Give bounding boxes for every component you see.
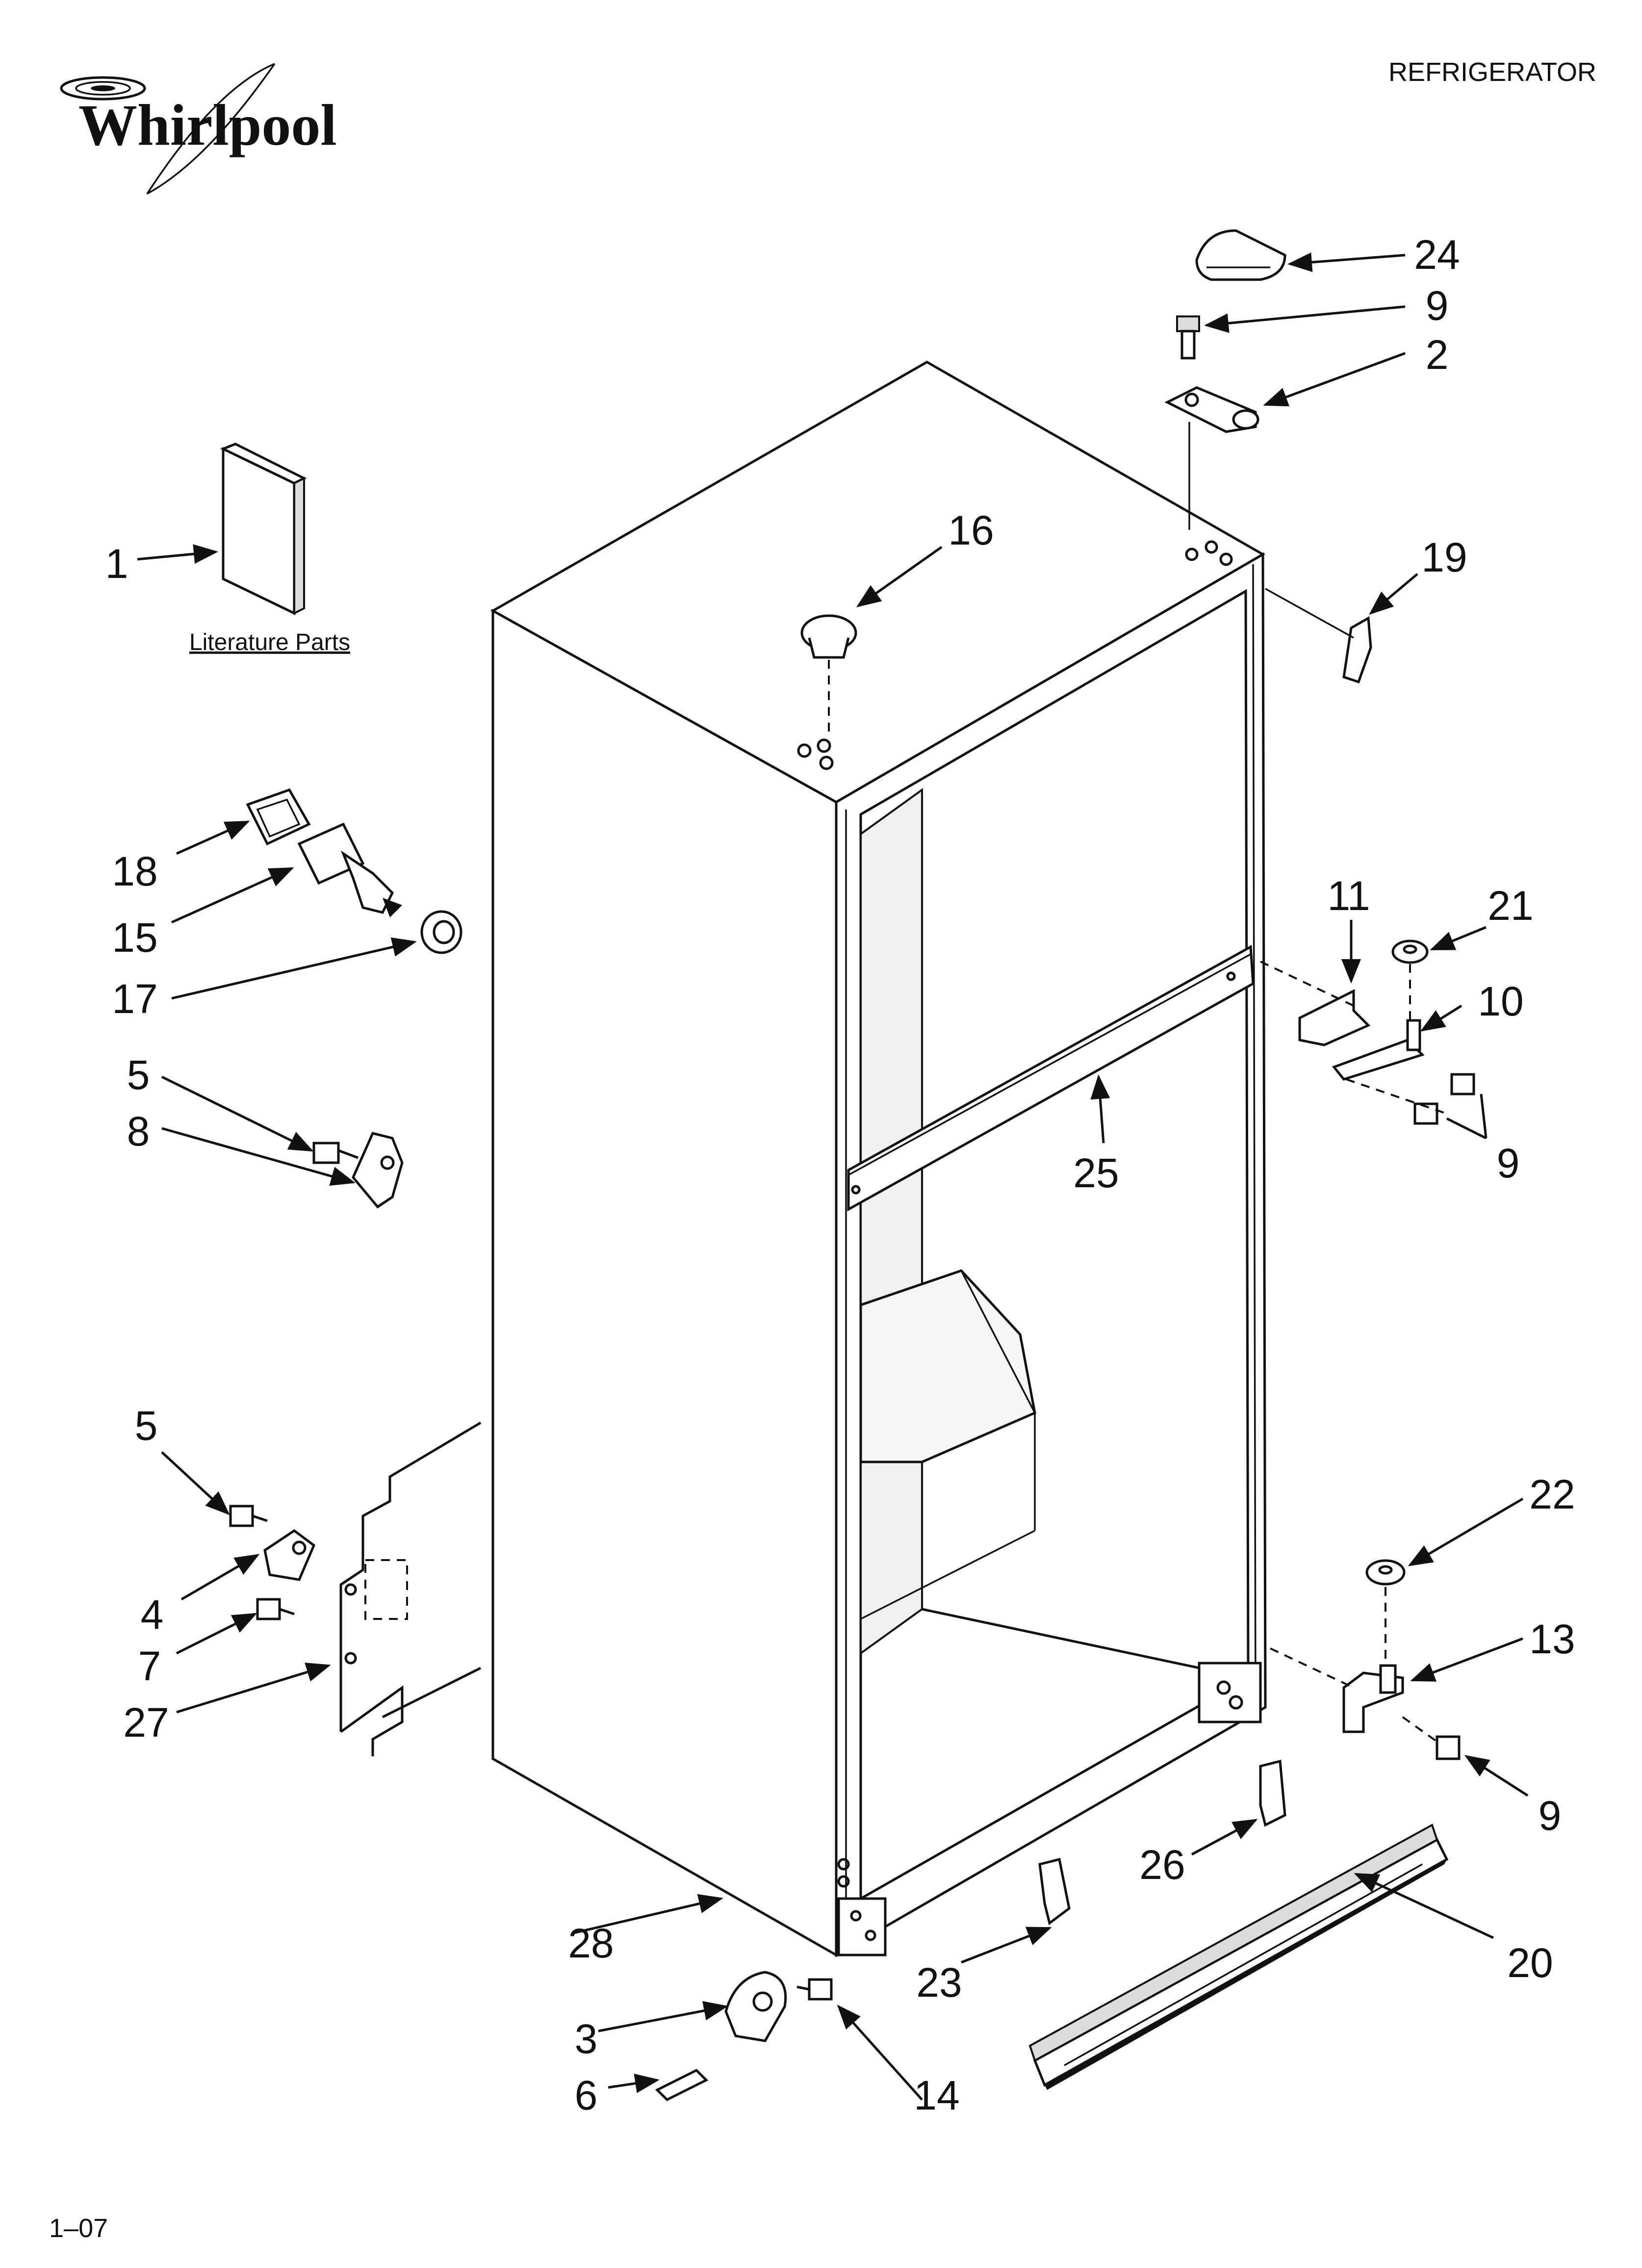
leader-lines	[137, 252, 1529, 2101]
grille-clip-parts	[1038, 1759, 1286, 1926]
callout-2: 2	[1426, 332, 1449, 378]
callout-27: 27	[123, 1699, 169, 1746]
callout-20: 20	[1507, 1940, 1553, 1986]
callout-24: 24	[1414, 232, 1460, 278]
screw-part-top	[1176, 315, 1200, 360]
callout-6: 6	[575, 2072, 598, 2118]
callout-18: 18	[112, 848, 157, 894]
callout-4: 4	[141, 1591, 164, 1638]
hinge-cover-part	[1195, 229, 1286, 281]
callout-19: 19	[1421, 534, 1467, 580]
callout-labels: 1 24 9 2 16 19 18 15 17 5 8 25 11 21 10 …	[105, 232, 1575, 2118]
page-code: 1–07	[49, 2214, 108, 2243]
cabinet-assembly	[490, 361, 1267, 1957]
callout-15: 15	[112, 914, 157, 961]
callout-9-top: 9	[1426, 283, 1449, 329]
callout-3: 3	[575, 2016, 598, 2062]
callout-9-middle: 9	[1497, 1140, 1520, 1186]
leveling-parts	[655, 1971, 833, 2102]
bottom-hinge-parts	[1270, 1559, 1461, 1760]
divider-rail-part	[847, 944, 1255, 1212]
callout-21: 21	[1488, 883, 1533, 929]
base-grille-part	[1028, 1824, 1449, 2090]
top-hinge-part	[1164, 386, 1259, 530]
clip-part-19	[1265, 588, 1372, 684]
callout-16: 16	[948, 507, 994, 553]
callout-1: 1	[105, 541, 128, 587]
callout-10: 10	[1478, 978, 1523, 1024]
callout-22: 22	[1529, 1471, 1575, 1517]
callout-14: 14	[914, 2072, 959, 2118]
callout-8: 8	[127, 1108, 150, 1154]
callout-17: 17	[112, 976, 157, 1022]
callout-7: 7	[138, 1643, 161, 1689]
literature-parts-label: Literature Parts	[189, 629, 350, 655]
callout-25: 25	[1073, 1150, 1119, 1196]
callout-26: 26	[1139, 1842, 1185, 1888]
callout-5-upper: 5	[127, 1052, 150, 1098]
brand-name: Whirlpool	[78, 92, 337, 157]
page-title: REFRIGERATOR	[1388, 57, 1596, 87]
center-hinge-parts	[1260, 939, 1475, 1125]
literature-booklet-part	[220, 443, 307, 615]
screw-and-bracket-parts-8	[312, 1132, 404, 1209]
callout-13: 13	[1529, 1616, 1575, 1662]
whirlpool-swirl-logo-icon	[60, 63, 276, 195]
callout-11: 11	[1327, 873, 1370, 919]
callout-9-lower: 9	[1539, 1793, 1562, 1839]
lower-left-hinge-parts	[229, 1421, 482, 1756]
callout-5-lower: 5	[135, 1403, 158, 1449]
door-stop-parts	[246, 788, 462, 954]
whirlpool-logo: Whirlpool	[60, 63, 337, 195]
plug-button-part	[800, 614, 857, 736]
callout-28: 28	[568, 1920, 614, 1966]
callout-23: 23	[916, 1959, 962, 2006]
